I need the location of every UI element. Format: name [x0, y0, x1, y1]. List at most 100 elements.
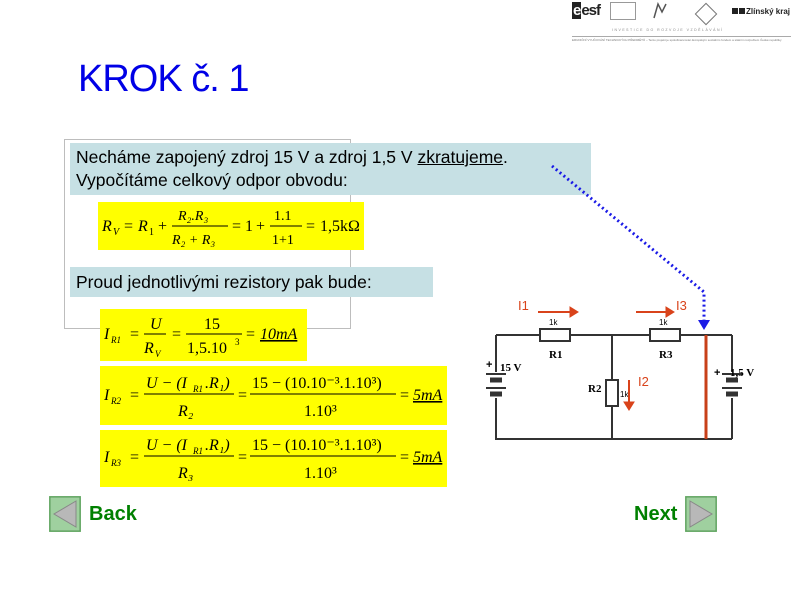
- svg-text:=: =: [130, 387, 139, 404]
- current-i2-arrow: [623, 380, 635, 411]
- svg-text:=: =: [130, 449, 139, 466]
- source-15v-plus: +: [486, 359, 492, 371]
- instruction-line1-end: .: [503, 147, 508, 167]
- ir1-num: U: [150, 316, 163, 333]
- svg-text:=: =: [124, 218, 133, 235]
- ir1-den2: 1,5.10: [187, 340, 227, 357]
- source-1-5v-label: 1,5 V: [730, 367, 754, 379]
- partner-logos: eesf Zlínský kraj INVESTICE DO ROZVOJE V…: [572, 0, 791, 48]
- circuit-wires: [495, 334, 733, 440]
- svg-text:=: =: [400, 387, 409, 404]
- back-arrow-icon: [49, 496, 81, 532]
- instruction-line2: Vypočítáme celkový odpor obvodu:: [76, 170, 348, 190]
- next-button[interactable]: Next: [634, 495, 730, 533]
- r3-label: R3: [659, 349, 673, 361]
- ir2-num-end: .R₁): [205, 375, 230, 392]
- formula-total-resistance: R V = R 1 + R₂.R₃ R₂ + R₃ = 1 + 1.1 1+1 …: [98, 202, 364, 250]
- op-logo: [694, 2, 718, 26]
- ir3-den2: 1.10³: [304, 465, 337, 482]
- ir1-den: R: [143, 340, 154, 357]
- rv-num: R₂.R₃: [177, 209, 208, 224]
- ir1-den2-sup: 3: [235, 337, 240, 347]
- svg-text:=: =: [232, 218, 241, 235]
- r2-value: 1k: [620, 390, 629, 399]
- page-title: KROK č. 1: [78, 58, 249, 100]
- svg-text:+: +: [256, 218, 265, 235]
- current-i1-arrow: [538, 306, 579, 318]
- svg-text:+: +: [158, 218, 167, 235]
- ir3-num: U − (I: [146, 437, 188, 454]
- ir3-lhs: I: [103, 449, 110, 466]
- esf-logo: eesf: [572, 2, 601, 19]
- next-label: Next: [634, 502, 678, 525]
- ir3-result: 5mA: [413, 449, 443, 466]
- back-button[interactable]: Back: [49, 495, 159, 533]
- next-arrow-icon: [685, 496, 718, 532]
- rv-lhs: R: [101, 218, 112, 235]
- r1-value: 1k: [549, 318, 558, 327]
- ir3-lhs-sub: R3: [110, 458, 121, 468]
- ir2-den2: 1.10³: [304, 403, 337, 420]
- svg-text:=: =: [246, 326, 255, 343]
- rv-one: 1: [245, 218, 253, 235]
- ir1-lhs: I: [103, 326, 110, 343]
- ir3-den: R₃: [177, 465, 193, 482]
- svg-text:=: =: [238, 449, 247, 466]
- rv-r1-sub: 1: [149, 227, 154, 238]
- resistor-r1: [539, 328, 571, 342]
- ir2-result: 5mA: [413, 387, 443, 404]
- current-i3-label: I3: [676, 298, 687, 313]
- rv-den: R₂ + R₃: [171, 233, 215, 248]
- currents-text: Proud jednotlivými rezistory pak bude:: [70, 267, 433, 297]
- instruction-line1-start: Necháme zapojený zdroj 15 V a zdroj 1,5 …: [76, 147, 418, 167]
- formula-current-r3: I R3 = U − (I R1 .R₁) R₃ = 15 − (10.10⁻³…: [100, 430, 447, 487]
- ir2-den: R₂: [177, 403, 194, 420]
- msmt-logo: [652, 1, 668, 20]
- back-label: Back: [89, 502, 137, 525]
- current-i2-label: I2: [638, 374, 649, 389]
- ir3-num-end: .R₁): [205, 437, 230, 454]
- source-15v: [486, 373, 506, 397]
- rv-r1: R: [137, 218, 148, 235]
- rv-lhs-sub: V: [113, 227, 121, 238]
- circuit-diagram: + 15 V + 1,5 V 1k R1 1k R3 1k R2 I1 I3: [470, 288, 760, 448]
- formula-current-r2: I R2 = U − (I R1 .R₁) R₂ = 15 − (10.10⁻³…: [100, 366, 447, 425]
- source-1-5v: [722, 373, 742, 397]
- ir2-num2: 15 − (10.10⁻³.1.10³): [252, 375, 382, 392]
- zlinsky-kraj-logo: Zlínský kraj: [732, 7, 790, 16]
- r3-value: 1k: [659, 318, 668, 327]
- header-rule: [572, 36, 791, 37]
- svg-text:=: =: [306, 218, 315, 235]
- svg-text:=: =: [400, 449, 409, 466]
- eu-flag-logo: [610, 2, 636, 20]
- ir1-lhs-sub: R1: [110, 335, 121, 345]
- r2-label: R2: [588, 383, 602, 395]
- ir2-lhs: I: [103, 387, 110, 404]
- r1-label: R1: [549, 349, 562, 361]
- short-circuit-link-word[interactable]: zkratujeme: [417, 147, 504, 167]
- rv-num2: 1.1: [274, 209, 292, 224]
- svg-text:=: =: [172, 326, 181, 343]
- ir3-num-sub: R1: [192, 446, 203, 456]
- formula-current-r1: I R1 = U R V = 15 1,5.10 3 = 10mA: [100, 309, 307, 361]
- ir2-lhs-sub: R2: [110, 396, 121, 406]
- ir1-result: 10mA: [260, 326, 298, 343]
- instruction-text: Necháme zapojený zdroj 15 V a zdroj 1,5 …: [70, 143, 591, 195]
- source-1-5v-plus: +: [714, 367, 720, 379]
- resistor-r3: [649, 328, 681, 342]
- source-15v-label: 15 V: [500, 362, 522, 374]
- svg-text:=: =: [130, 326, 139, 343]
- ir1-den-sub: V: [155, 349, 162, 359]
- project-fine-print: ERUDIČNÍ VYUČOVÁNÍ TECHNICKÝCH PŘEDMĚTŮ …: [572, 38, 782, 42]
- ir2-num: U − (I: [146, 375, 188, 392]
- resistor-r2: [605, 379, 619, 407]
- current-i3-arrow: [636, 306, 675, 318]
- rv-result: 1,5kΩ: [320, 218, 360, 235]
- ir2-num-sub: R1: [192, 384, 203, 394]
- svg-text:=: =: [238, 387, 247, 404]
- logo-tagline: INVESTICE DO ROZVOJE VZDĚLÁVÁNÍ: [612, 28, 724, 32]
- rv-den2: 1+1: [272, 233, 294, 248]
- ir1-num2: 15: [204, 316, 220, 333]
- ir3-num2: 15 − (10.10⁻³.1.10³): [252, 437, 382, 454]
- current-i1-label: I1: [518, 298, 529, 313]
